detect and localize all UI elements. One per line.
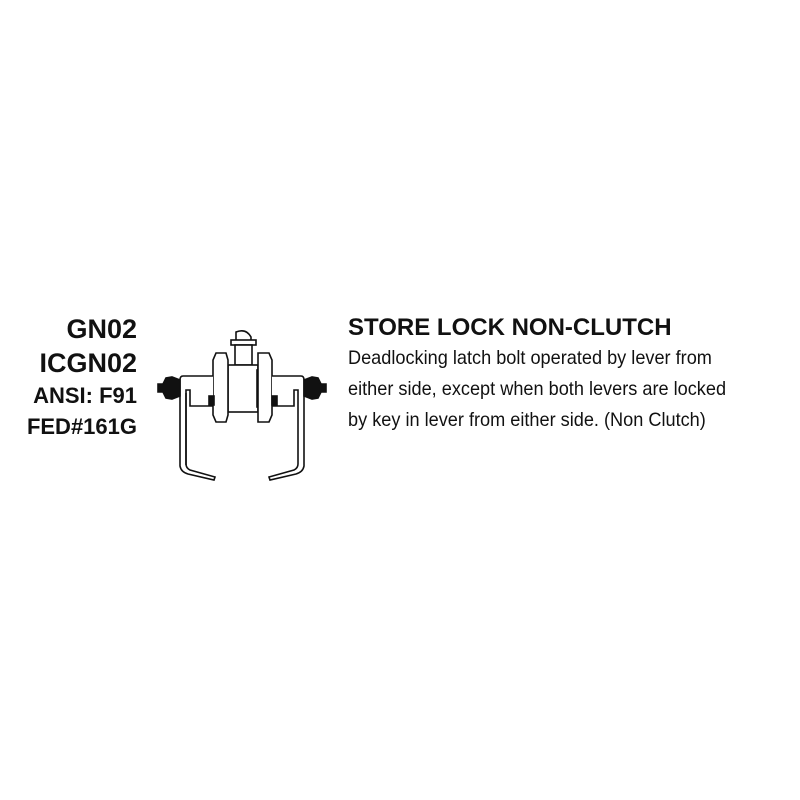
description-line: by key in lever from either side. (Non C… [348, 409, 706, 431]
function-title: STORE LOCK NON-CLUTCH [348, 314, 672, 341]
description-line: Deadlocking latch bolt operated by lever… [348, 347, 712, 369]
description-line: either side, except when both levers are… [348, 378, 727, 400]
model-code: GN02 [66, 314, 137, 344]
key-icon-left [157, 376, 181, 400]
key-icon-right [303, 376, 327, 400]
model-codes: GN02 ICGN02 ANSI: F91 FED#161G [27, 312, 137, 442]
ansi-code: ANSI: F91 [33, 383, 137, 408]
function-description: STORE LOCK NON-CLUTCH Deadlocking latch … [348, 313, 798, 436]
model-code-ic: ICGN02 [39, 348, 137, 378]
fed-code: FED#161G [26, 414, 137, 439]
